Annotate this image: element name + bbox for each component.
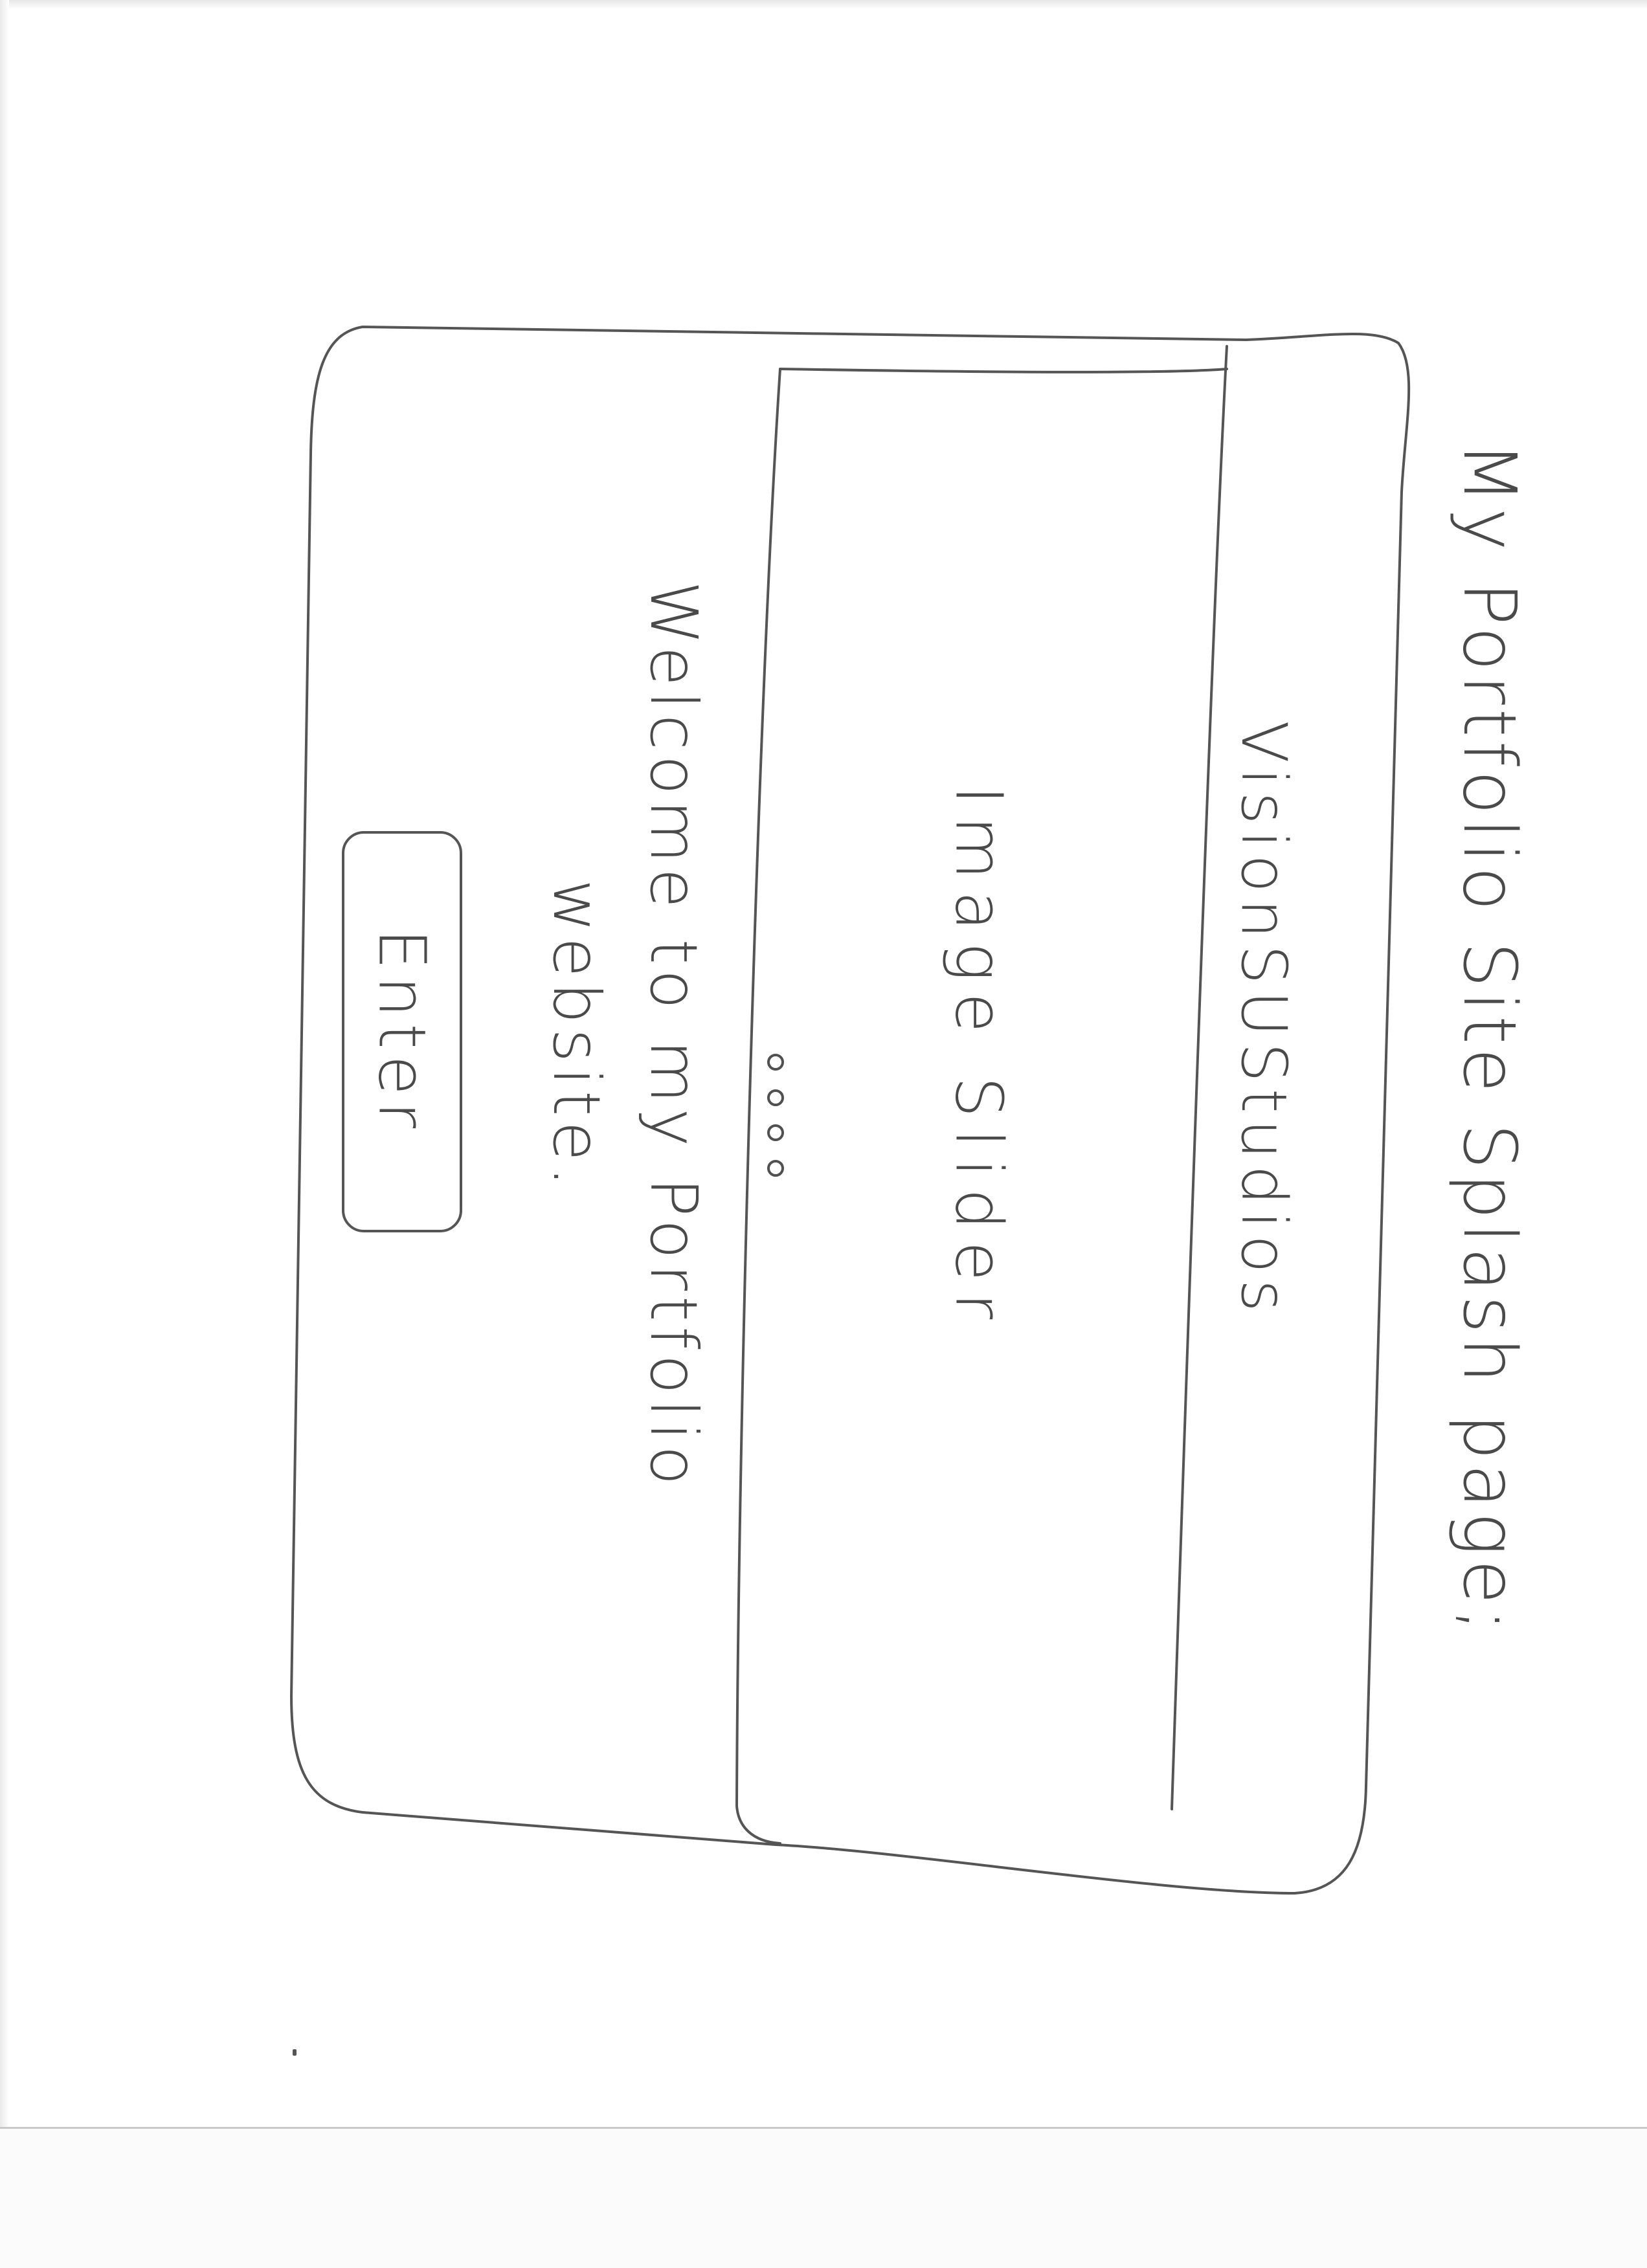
header-divider [1171, 345, 1228, 1810]
scan-divider-line [0, 2127, 1647, 2129]
pencil-mark [293, 2049, 297, 2056]
slider-dot-1[interactable] [767, 1054, 784, 1071]
site-brand: VisionSUStudios [1227, 720, 1300, 1318]
scan-edge-top [0, 0, 1647, 9]
slider-divider [735, 368, 781, 1845]
enter-button[interactable]: Enter [342, 831, 462, 1232]
image-slider-label: Image Slider [941, 785, 1017, 1331]
scan-edge-left [0, 0, 9, 2268]
slider-dot-3[interactable] [767, 1124, 784, 1142]
enter-button-label: Enter [364, 928, 440, 1135]
page-frame [290, 326, 1411, 1895]
page-title: My Portfolio Site Splash page; [1447, 441, 1531, 1636]
slider-top-edge [779, 368, 1228, 373]
slider-dot-2[interactable] [767, 1089, 784, 1106]
scan-bottom-area [0, 2129, 1647, 2268]
slider-dot-4[interactable] [767, 1159, 784, 1177]
slider-dots [763, 1054, 789, 1177]
welcome-text: Welcome to my Portfolio website. [539, 581, 711, 1491]
